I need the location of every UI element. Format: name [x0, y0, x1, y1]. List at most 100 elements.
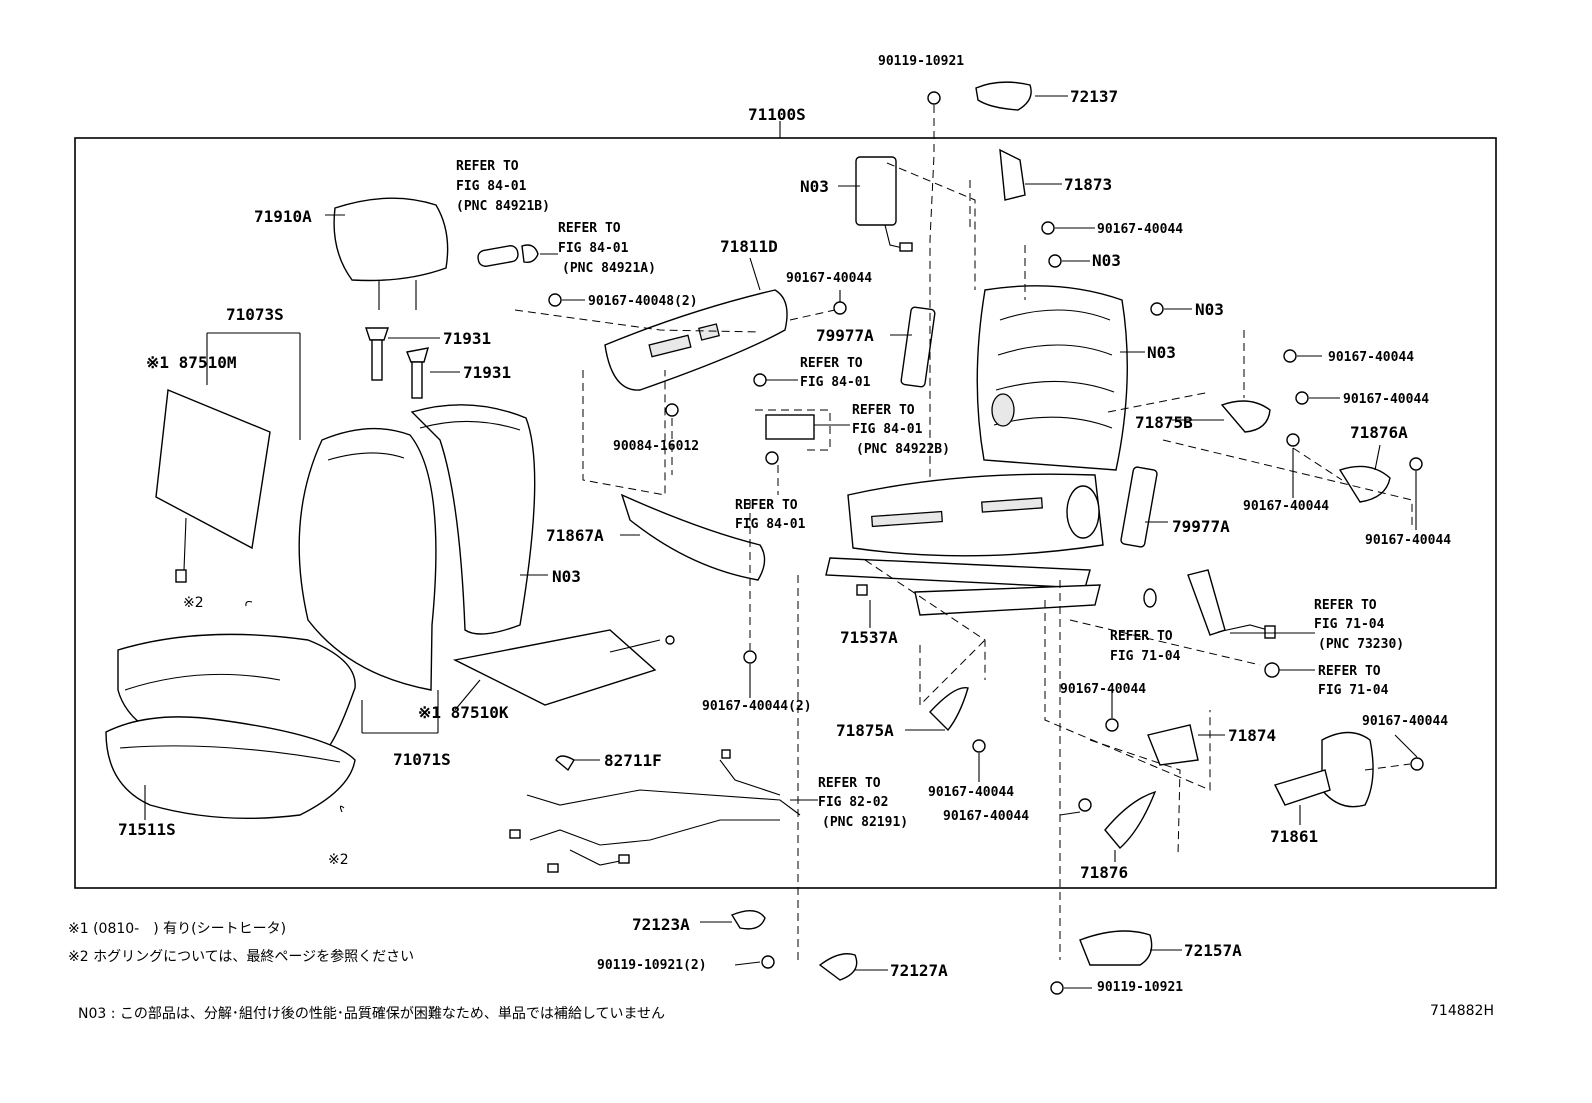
refer-fig8401-e-line2: FIG 84-01 — [735, 517, 806, 532]
wire-harness-part — [509, 749, 801, 873]
cover-71875b-part — [1220, 400, 1271, 433]
note-1: ※1 (0810- ) 有り(シートヒータ) — [68, 921, 286, 937]
label-90167-b: 90167-40044 — [1097, 222, 1183, 237]
label-72157a: 72157A — [1184, 941, 1242, 960]
refer-7104-a-line1: REFER TO — [1110, 629, 1173, 644]
leader-lines — [144, 95, 1418, 989]
footnotes: ※1 (0810- ) 有り(シートヒータ) ※2 ホグリングについては、最終ペ… — [68, 921, 1494, 1022]
refer-84921a-line1: REFER TO — [558, 221, 621, 236]
headrest-part — [333, 197, 449, 310]
refer-84922b-line3: (PNC 84922B) — [856, 442, 950, 457]
label-n03-d: N03 — [1147, 343, 1176, 362]
label-71071s: 71071S — [393, 750, 451, 769]
label-ring-2a: ※2 — [183, 595, 204, 611]
refer-84922b-line1: REFER TO — [852, 403, 915, 418]
assembly-frame — [74, 137, 1497, 889]
refer-73230-line1: REFER TO — [1314, 598, 1377, 613]
label-71073s: 71073S — [226, 305, 284, 324]
clip-71537a-part — [856, 584, 868, 596]
label-71931-b: 71931 — [463, 363, 511, 382]
refer-84921b-line3: (PNC 84921B) — [456, 199, 550, 214]
seat-cushion-pad-part — [105, 716, 356, 820]
refer-7104-c-line2: FIG 71-04 — [1318, 683, 1389, 698]
cap-72123a-part — [730, 910, 766, 930]
refer-82191-line1: REFER TO — [818, 776, 881, 791]
label-71875b: 71875B — [1135, 413, 1193, 432]
label-90167-f: 90167-40044 — [1365, 533, 1451, 548]
refer-fig8401-c-line1: REFER TO — [800, 356, 863, 371]
label-87510k: ※1 87510K — [418, 703, 509, 722]
seat-cushion-frame-part — [825, 473, 1104, 616]
label-90084: 90084-16012 — [613, 439, 699, 454]
label-90167-2: 90167-40044(2) — [702, 699, 812, 714]
cap-72137-part — [975, 81, 1032, 111]
headrest-support-part — [365, 327, 429, 399]
label-71873: 71873 — [1064, 175, 1112, 194]
label-90167-a: 90167-40044 — [786, 271, 872, 286]
label-72127a: 72127A — [890, 961, 948, 980]
diagram-code: 714882H — [1430, 1003, 1494, 1019]
side-shield-part — [604, 289, 788, 391]
bracket-71873-part — [999, 148, 1026, 201]
label-71861: 71861 — [1270, 827, 1318, 846]
label-79977a-b: 79977A — [1172, 517, 1230, 536]
cover-71876-part — [1104, 790, 1157, 850]
refer-84921b-line1: REFER TO — [456, 159, 519, 174]
cap-72157a-part — [1079, 930, 1153, 966]
switch-knob-part — [477, 244, 539, 267]
refer-7104-c-line1: REFER TO — [1318, 664, 1381, 679]
refer-84921b-line2: FIG 84-01 — [456, 179, 527, 194]
label-71100s: 71100S — [748, 105, 806, 124]
label-90119-2: 90119-10921(2) — [597, 958, 707, 973]
refer-84921a-line2: FIG 84-01 — [558, 241, 629, 256]
note-2: ※2 ホグリングについては、最終ページを参照ください — [68, 948, 414, 965]
label-n03-b: N03 — [1092, 251, 1121, 270]
cap-72127a-part — [818, 953, 858, 981]
seat-back-cover-part — [298, 427, 437, 691]
label-71537a: 71537A — [840, 628, 898, 647]
refer-73230-line2: FIG 71-04 — [1314, 617, 1385, 632]
seat-back-pad-part — [410, 404, 536, 635]
label-71511s: 71511S — [118, 820, 176, 839]
hog-ring-b — [339, 805, 345, 813]
refer-84922b-line2: FIG 84-01 — [852, 422, 923, 437]
label-90167-j: 90167-40044 — [943, 809, 1029, 824]
label-90119-bot: 90119-10921 — [1097, 980, 1183, 995]
seat-heater-cushion-part — [452, 629, 675, 706]
label-71811d: 71811D — [720, 237, 778, 256]
label-90167-c: 90167-40044 — [1328, 350, 1414, 365]
strip-part-a — [900, 306, 936, 388]
label-82711f: 82711F — [604, 751, 662, 770]
refer-84921a-line3: (PNC 84921A) — [562, 261, 656, 276]
label-n03-a: N03 — [800, 177, 829, 196]
label-71874: 71874 — [1228, 726, 1276, 745]
label-79977a-a: 79977A — [816, 326, 874, 345]
label-90167-40048: 90167-40048(2) — [588, 294, 698, 309]
label-n03-e: N03 — [552, 567, 581, 586]
seat-back-frame-part — [976, 285, 1128, 471]
label-72137: 72137 — [1070, 87, 1118, 106]
label-71876: 71876 — [1080, 863, 1128, 882]
label-71931-a: 71931 — [443, 329, 491, 348]
label-90167-g: 90167-40044 — [1060, 682, 1146, 697]
label-90167-h: 90167-40044 — [1362, 714, 1448, 729]
label-87510m: ※1 87510M — [146, 353, 236, 372]
label-90167-i: 90167-40044 — [928, 785, 1014, 800]
label-ring-2b: ※2 — [328, 852, 349, 868]
label-72123a: 72123A — [632, 915, 690, 934]
bolts — [548, 91, 1424, 995]
seat-heater-back-part — [155, 388, 271, 583]
label-71867a: 71867A — [546, 526, 604, 545]
label-90119-top: 90119-10921 — [878, 54, 964, 69]
label-90167-e: 90167-40044 — [1243, 499, 1329, 514]
side-garnish-part — [620, 493, 766, 581]
switch-bracket-part — [765, 414, 815, 440]
label-n03-c: N03 — [1195, 300, 1224, 319]
hog-ring-a — [245, 600, 253, 607]
refer-82191-line2: FIG 82-02 — [818, 795, 888, 810]
note-3: N03 : この部品は、分解･組付け後の性能･品質確保が困難なため、単品では補給… — [78, 1006, 665, 1022]
bracket-71874-part — [1147, 724, 1199, 766]
refer-fig8401-e-line1: REFER TO — [735, 498, 798, 513]
refer-73230-line3: (PNC 73230) — [1318, 637, 1404, 652]
